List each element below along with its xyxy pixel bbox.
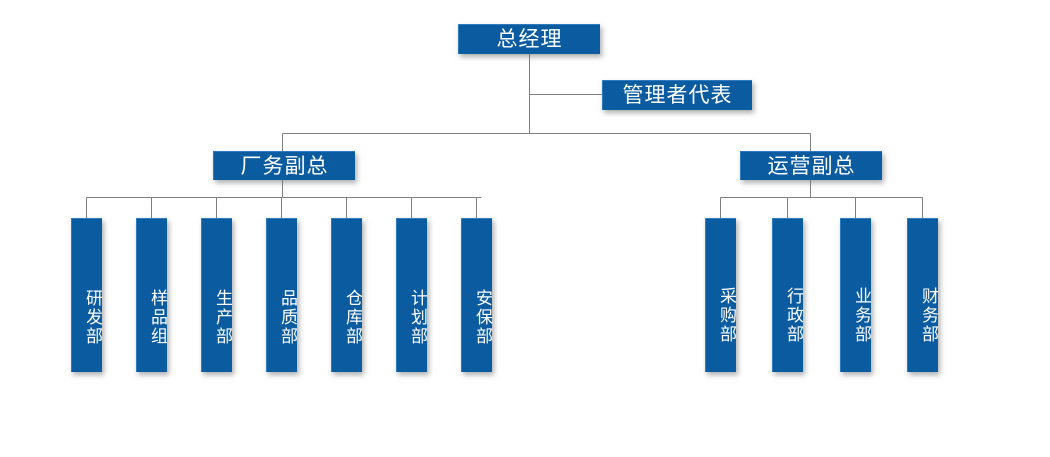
node-department-quality[interactable]: 品质部 (266, 218, 297, 372)
node-label: 财务部 (918, 287, 938, 344)
node-department-sample-group[interactable]: 样品组 (136, 218, 167, 372)
node-label: 厂务副总 (240, 153, 329, 178)
node-department-planning[interactable]: 计划部 (396, 218, 427, 372)
node-label: 计划部 (407, 289, 427, 346)
node-label: 生产部 (212, 289, 232, 346)
node-label: 业务部 (851, 287, 871, 344)
node-label: 样品组 (147, 289, 167, 346)
node-label: 仓库部 (342, 289, 362, 346)
node-department-warehouse[interactable]: 仓库部 (331, 218, 362, 372)
node-label: 研发部 (82, 289, 102, 346)
node-department-finance[interactable]: 财务部 (907, 218, 938, 372)
node-department-administration[interactable]: 行政部 (772, 218, 803, 372)
node-department-purchasing[interactable]: 采购部 (705, 218, 736, 372)
node-division-operations-vp[interactable]: 运营副总 (740, 151, 882, 180)
node-label: 运营副总 (767, 153, 856, 178)
node-department-rnd[interactable]: 研发部 (71, 218, 102, 372)
node-label: 品质部 (277, 289, 297, 346)
node-department-production[interactable]: 生产部 (201, 218, 232, 372)
node-label: 管理者代表 (622, 83, 733, 107)
node-general-manager[interactable]: 总经理 (458, 24, 600, 54)
node-label: 行政部 (783, 287, 803, 344)
node-management-representative[interactable]: 管理者代表 (602, 80, 752, 110)
node-label: 总经理 (496, 27, 563, 51)
node-label: 安保部 (472, 289, 492, 346)
node-division-plant-vp[interactable]: 厂务副总 (213, 151, 355, 180)
node-department-security[interactable]: 安保部 (461, 218, 492, 372)
node-department-business[interactable]: 业务部 (840, 218, 871, 372)
node-label: 采购部 (716, 287, 736, 344)
